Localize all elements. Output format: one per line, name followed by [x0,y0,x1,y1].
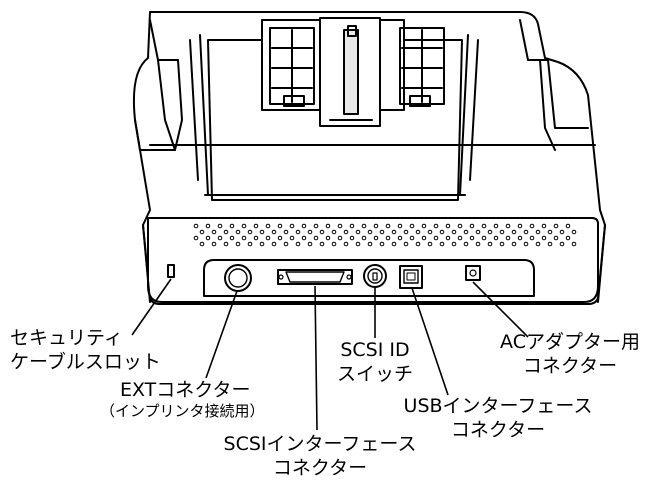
label-usb: USBインターフェース コネクター [378,394,618,442]
label-ext-connector-note: （インプリンタ接続用） [100,402,265,420]
label-ext-connector: EXTコネクター （インプリンタ接続用） [100,378,265,421]
ac-inlet-icon [465,265,481,281]
label-usb-line2: コネクター [450,419,546,441]
leader-scsi-connector [314,285,318,431]
leader-ext-connector [205,290,238,379]
leader-ac-adapter [472,281,529,338]
leader-usb [411,287,449,396]
label-ext-connector-line1: EXTコネクター [120,379,251,401]
label-usb-line1: USBインターフェース [403,395,593,417]
label-scsi-id-line2: スイッチ [336,363,413,385]
ventilation-holes [193,223,577,247]
leader-security-slot [131,278,172,336]
left-hinge [134,19,176,151]
label-ac-adapter-line1: ACアダプター用 [500,331,640,353]
label-scsi-id-line1: SCSI ID [340,339,410,361]
label-scsi-connector: SCSIインターフェース コネクター [200,432,440,480]
label-scsi-connector-line1: SCSIインターフェース [223,433,417,455]
right-hinge [519,19,589,129]
security-slot-icon [167,264,175,278]
label-scsi-id: SCSI ID スイッチ [320,338,430,386]
label-ac-adapter: ACアダプター用 コネクター [480,330,660,378]
label-scsi-connector-line2: コネクター [272,457,368,479]
label-security-slot-line1: セキュリティ [10,327,123,349]
label-security-slot-line2: ケーブルスロット [10,351,161,373]
label-ac-adapter-line2: コネクター [522,355,618,377]
label-security-slot: セキュリティ ケーブルスロット [10,326,161,374]
